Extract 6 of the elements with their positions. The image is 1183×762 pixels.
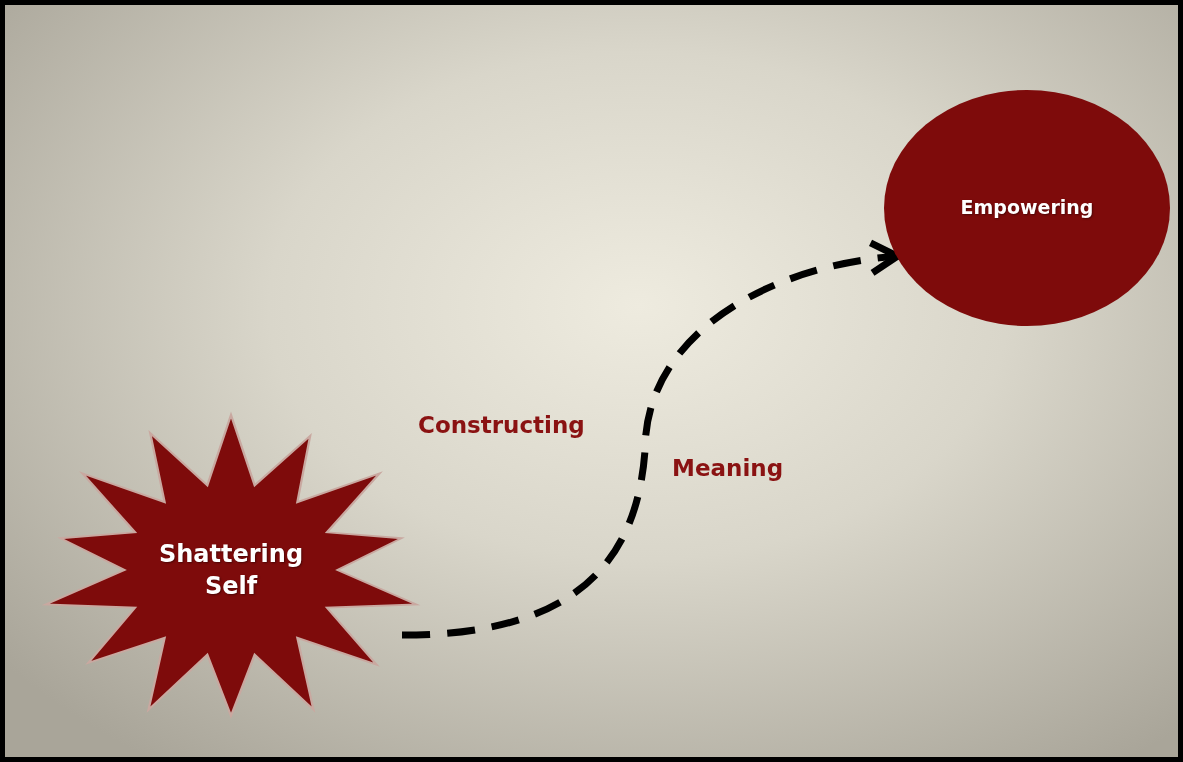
- node-label: Empowering: [960, 195, 1094, 221]
- path-label: Meaning: [672, 455, 784, 481]
- path-label: Constructing: [418, 412, 585, 438]
- circle-shape: [884, 90, 1170, 326]
- node-label: Shattering Self: [157, 538, 305, 602]
- dashed-arrow: [401, 240, 901, 639]
